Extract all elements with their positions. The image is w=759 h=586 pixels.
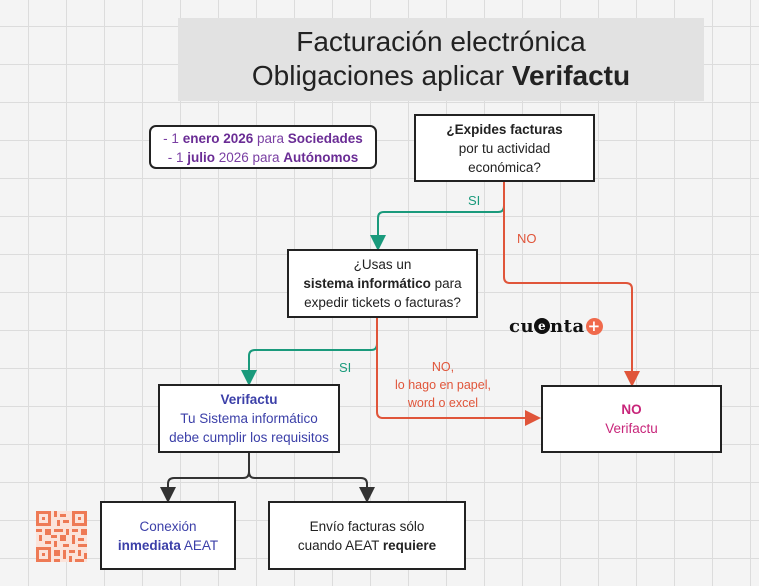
dates-row1-d: Sociedades: [287, 131, 363, 146]
q2-line1: ¿Usas un: [353, 257, 412, 272]
dates-row2-d: Autónomos: [283, 150, 359, 165]
q1-line1: ¿Expides facturas: [416, 120, 593, 139]
dates-note: - 1 enero 2026 para Sociedades - 1 julio…: [149, 125, 377, 169]
q2-line2: sistema informático para: [289, 274, 476, 293]
label-no-1: NO: [517, 231, 537, 246]
dates-row2-b: julio: [187, 150, 215, 165]
no-verifactu-box: NO Verifactu: [541, 385, 722, 453]
branch-arrow-conexion: [160, 453, 250, 503]
verif-line2: Tu Sistema informático: [180, 411, 318, 426]
conexion-inmediata-box: Conexión inmediata AEAT: [100, 501, 236, 570]
env-line2: cuando AEAT requiere: [270, 536, 464, 555]
con-after-bold: AEAT: [180, 537, 219, 553]
title-line-2: Obligaciones aplicar Verifactu: [178, 59, 704, 93]
q1-line3: económica?: [468, 159, 541, 175]
plus-circle-icon: +: [585, 317, 603, 335]
dates-row2-a: - 1: [167, 150, 188, 165]
no2-line2: lo hago en papel,: [395, 378, 491, 392]
dates-row1-c: para: [253, 131, 288, 146]
dates-row2-c: 2026 para: [214, 150, 284, 165]
con-line1: Conexión: [139, 518, 197, 534]
q1-line2: por tu actividad: [458, 140, 551, 156]
label-si-1: SI: [468, 193, 481, 208]
question-sistema-informatico: ¿Usas un sistema informático para expedi…: [287, 249, 478, 318]
title-line-2-bold: Verifactu: [511, 60, 631, 91]
envio-facturas-box: Envío facturas sólo cuando AEAT requiere: [268, 501, 466, 570]
title-line-2-prefix: Obligaciones aplicar: [251, 60, 512, 91]
env-prefix: cuando AEAT: [297, 537, 383, 553]
dates-row-sociedades: - 1 enero 2026 para Sociedades: [151, 129, 375, 148]
branch-arrow-envio: [248, 453, 375, 503]
q2-bold: sistema informático: [303, 276, 431, 291]
label-no-2: NO, lo hago en papel, word o excel: [386, 358, 500, 412]
title-line-1: Facturación electrónica: [296, 26, 586, 57]
env-bold: requiere: [382, 537, 437, 553]
yes-arrow-1: [370, 182, 505, 251]
no-arrow-1: [503, 182, 640, 387]
page-title: Facturación electrónica Obligaciones apl…: [178, 18, 704, 101]
q2-line3: expedir tickets o facturas?: [304, 295, 461, 310]
yes-arrow-2: [241, 318, 378, 386]
q2-after-bold: para: [430, 276, 462, 291]
no-bold: NO: [621, 402, 642, 417]
q1-bold: ¿Expides facturas: [446, 121, 563, 137]
qr-code-icon[interactable]: [36, 511, 87, 562]
logo-circle: e: [534, 318, 551, 334]
question-expides-facturas: ¿Expides facturas por tu actividad econó…: [414, 114, 595, 182]
verif-line3: debe cumplir los requisitos: [169, 430, 329, 445]
verifactu-box: Verifactu Tu Sistema informático debe cu…: [158, 384, 340, 453]
verif-bold: Verifactu: [220, 392, 278, 407]
dates-row-autonomos: - 1 julio 2026 para Autónomos: [151, 148, 375, 167]
no-line1: NO: [543, 400, 720, 419]
env-line1: Envío facturas sólo: [309, 518, 425, 534]
no2-line1: NO,: [431, 360, 455, 374]
logo-part2: nta: [550, 316, 585, 337]
con-bold: inmediata: [117, 537, 181, 553]
logo-part1: cu: [509, 316, 535, 337]
no-line2: Verifactu: [605, 421, 658, 436]
con-line2: inmediata AEAT: [102, 536, 234, 555]
no2-line3: word o excel: [407, 396, 479, 410]
dates-row1-b: enero 2026: [182, 131, 254, 146]
verif-line1: Verifactu: [160, 390, 338, 409]
no-arrow-2: [376, 318, 541, 426]
label-si-2: SI: [339, 360, 352, 375]
dates-row1-a: - 1: [163, 131, 183, 146]
